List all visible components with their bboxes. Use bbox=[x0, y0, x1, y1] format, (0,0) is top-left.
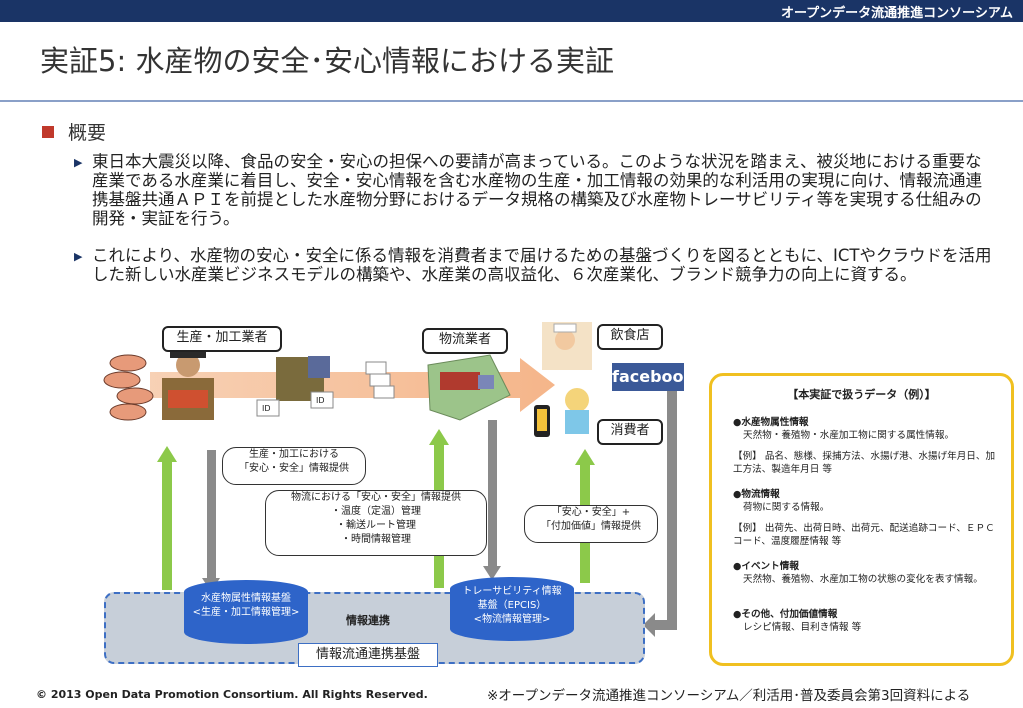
header-bar: オープンデータ流通推進コンソーシアム bbox=[0, 0, 1023, 22]
panel-item: ●イベント情報天然物、養殖物、水産加工物の状態の変化を表す情報。 bbox=[733, 561, 983, 585]
data-link-label: 情報連携 bbox=[346, 614, 390, 627]
paragraph-2-text: これにより、水産物の安心・安全に係る情報を消費者まで届けるための基盤づくりを図る… bbox=[92, 246, 992, 284]
restaurant-figure-icon bbox=[542, 322, 592, 370]
id-tag-text: ID bbox=[316, 396, 325, 405]
panel-item: ●その他、付加価値情報レシピ情報、目利き情報 等 bbox=[733, 609, 862, 633]
flow-arrow bbox=[150, 358, 555, 412]
facebook-logo: facebook bbox=[612, 363, 694, 391]
panel-item: 【例】 出荷先、出荷日時、出荷元、配送追跡コード、ＥＰＣコード、温度履歴情報 等 bbox=[733, 523, 995, 547]
id-tag-icon bbox=[256, 361, 395, 417]
platform-label: 情報流通連携基盤 bbox=[298, 643, 438, 667]
consumer-figure-icon bbox=[534, 388, 589, 437]
paragraph-1: ▶ 東日本大震災以降、食品の安全・安心の担保への要請が高まっている。このような状… bbox=[74, 152, 997, 228]
section-heading: 概要 bbox=[68, 122, 107, 144]
bullet-arrow-icon: ▶ bbox=[74, 156, 83, 169]
logistics-info-callout: 物流における「安心・安全」情報提供 ・温度（定温）管理 ・輸送ルート管理 ・時間… bbox=[265, 490, 487, 556]
producer-info-callout: 生産・加工における 「安心・安全」情報提供 bbox=[222, 447, 366, 485]
panel-item: ●水産物属性情報天然物・養殖物・水産加工物に関する属性情報。 bbox=[733, 417, 955, 441]
aquatic-attribute-db: 水産物属性情報基盤 <生産・加工情報管理> bbox=[184, 580, 308, 644]
panel-item: 【例】 品名、態様、採捕方法、水揚げ港、水揚げ年月日、加工方法、製造年月日 等 bbox=[733, 451, 996, 475]
producer-figure-icon bbox=[162, 352, 214, 420]
paragraph-2: ▶ これにより、水産物の安心・安全に係る情報を消費者まで届けるための基盤づくりを… bbox=[74, 246, 997, 284]
org-name: オープンデータ流通推進コンソーシアム bbox=[780, 6, 1013, 21]
paragraph-1-text: 東日本大震災以降、食品の安全・安心の担保への要請が高まっている。このような状況を… bbox=[92, 152, 983, 228]
id-tag-text: ID bbox=[262, 404, 271, 413]
fish-icon bbox=[103, 354, 154, 421]
consumer-info-callout: 「安心・安全」+ 「付加価値」情報提供 bbox=[524, 505, 658, 543]
logistics-label: 物流業者 bbox=[422, 328, 508, 354]
panel-title: 【本実証で扱うデータ（例）】 bbox=[787, 388, 936, 401]
data-examples-panel: 【本実証で扱うデータ（例）】 ●水産物属性情報天然物・養殖物・水産加工物に関する… bbox=[709, 373, 1014, 666]
title-divider bbox=[0, 100, 1023, 102]
source-note: ※オープンデータ流通推進コンソーシアム／利活用･普及委員会第3回資料による bbox=[487, 688, 971, 704]
consumer-label: 消費者 bbox=[597, 419, 663, 445]
product-photo bbox=[308, 356, 330, 378]
page-title: 実証5: 水産物の安全･安心情報における実証 bbox=[40, 44, 614, 78]
producer-label: 生産・加工業者 bbox=[162, 326, 282, 352]
truck-icon bbox=[427, 354, 511, 421]
copyright: © 2013 Open Data Promotion Consortium. A… bbox=[36, 688, 428, 701]
bullet-arrow-icon: ▶ bbox=[74, 250, 83, 263]
restaurant-label: 飲食店 bbox=[597, 324, 663, 350]
section-bullet-icon bbox=[42, 126, 54, 138]
panel-item: ●物流情報荷物に関する情報。 bbox=[733, 489, 830, 513]
traceability-db: トレーサビリティ情報 基盤（EPCIS） <物流情報管理> bbox=[450, 577, 574, 641]
